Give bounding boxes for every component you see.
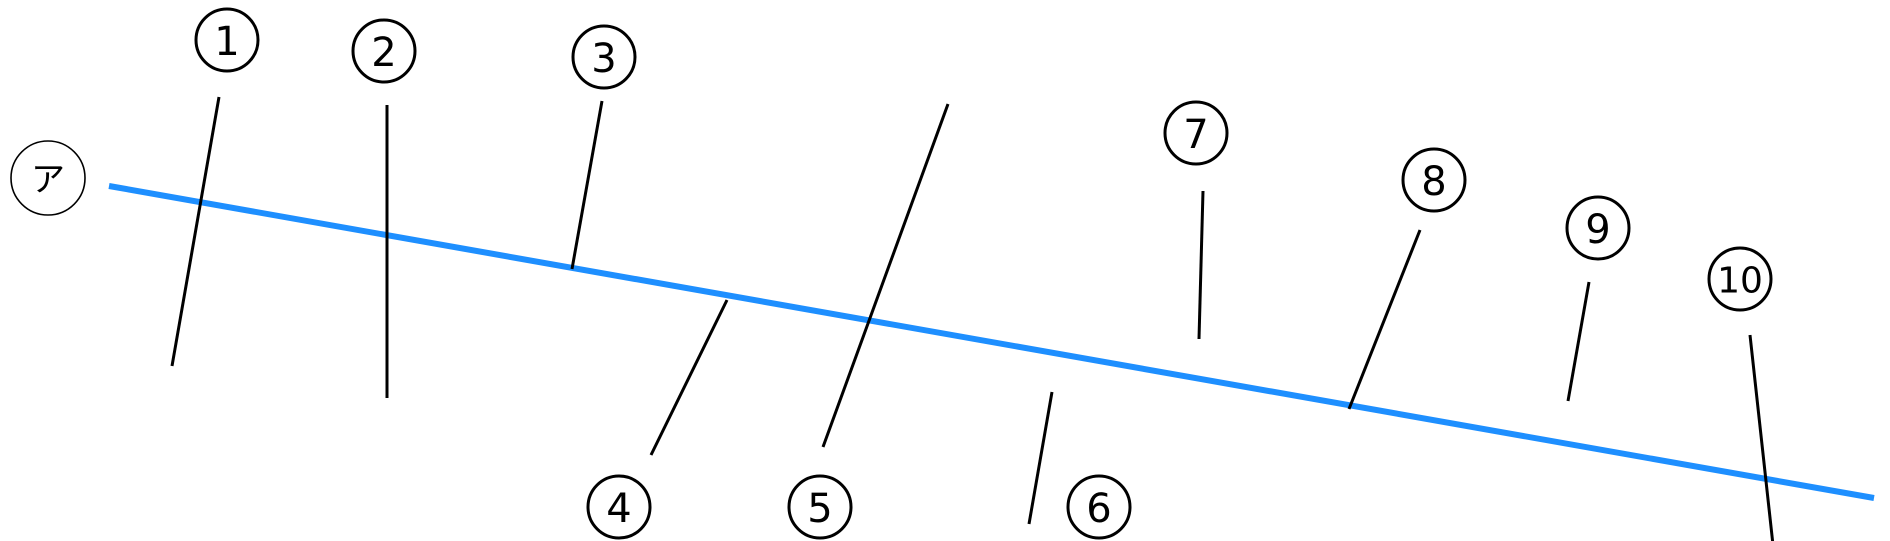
reference-line (108, 183, 1875, 501)
segment-6-label: 6 (1086, 486, 1111, 532)
segment-3 (570, 100, 604, 270)
segment-10-label-circle (1707, 246, 1773, 312)
segment-7-label: 7 (1183, 112, 1208, 158)
segment-8-label-circle (1401, 147, 1467, 213)
segment-4-label-circle (586, 474, 652, 540)
reference-line-label-circle (10, 140, 86, 216)
segment-8 (1347, 229, 1422, 410)
segment-1-label-circle (194, 7, 260, 73)
segment-10-label: 10 (1717, 261, 1763, 302)
segment-3-label: 3 (591, 36, 616, 82)
segment-6-label-circle (1066, 474, 1132, 540)
segment-5-label-circle (787, 474, 853, 540)
segment-4 (649, 299, 729, 456)
segment-7-label-circle (1163, 100, 1229, 166)
segment-8-label: 8 (1421, 159, 1446, 205)
segment-1-label: 1 (214, 19, 239, 65)
segment-10 (1748, 334, 1775, 541)
segment-9 (1566, 281, 1591, 402)
segment-6 (1027, 391, 1054, 525)
segment-9-label: 9 (1585, 207, 1610, 253)
segment-9-label-circle (1565, 195, 1631, 261)
reference-line-label: ア (31, 160, 65, 200)
segment-2-label: 2 (371, 30, 396, 76)
segment-5-label: 5 (807, 486, 832, 532)
segment-4-label: 4 (606, 486, 631, 532)
segment-2-label-circle (351, 18, 417, 84)
segment-7 (1197, 190, 1205, 340)
segment-3-label-circle (571, 24, 637, 90)
segment-1 (170, 96, 221, 367)
segment-5 (821, 103, 950, 448)
